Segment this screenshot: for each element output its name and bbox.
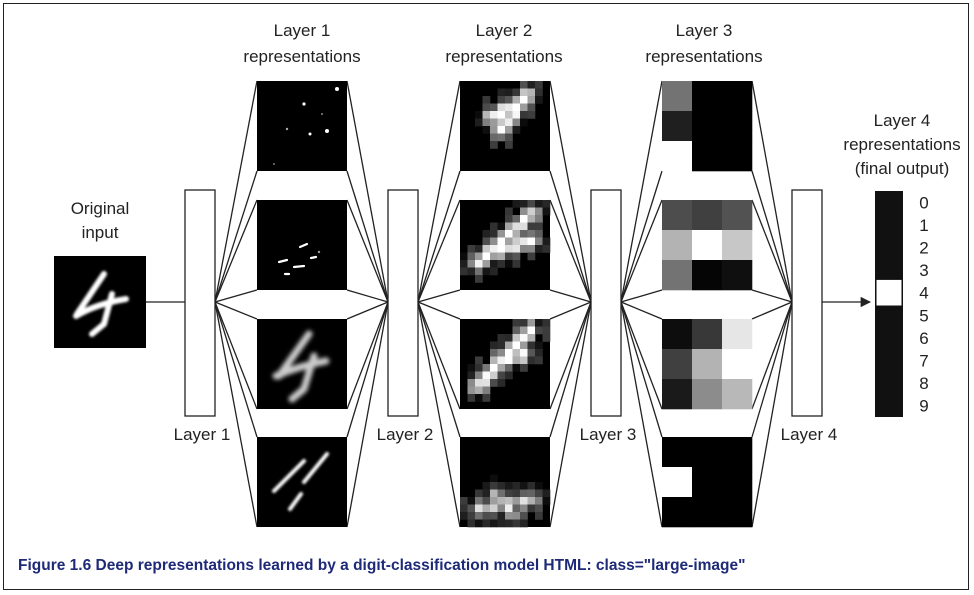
l3-map-2-to-l4-bar-top: [751, 199, 793, 303]
layer-1-title-line2: representations: [243, 47, 360, 66]
l1-map-4-to-l2-bar-bottom: [346, 301, 389, 528]
l2-bar-to-map-1-bottom: [417, 170, 461, 303]
l1-bar-to-map-1-bottom: [214, 170, 258, 303]
output-title-line3: (final output): [855, 159, 950, 178]
layer-3-bar: [590, 189, 622, 417]
l2-bar-to-map-2-top: [417, 199, 461, 303]
layer-1-bar: [184, 189, 216, 417]
l1-map-3-to-l2-bar-top: [346, 301, 389, 320]
l3-map-3-to-l4-bar-bottom: [751, 301, 793, 410]
l3-map-1-to-l4-bar-bottom: [751, 170, 793, 303]
l1-map-1-to-l2-bar-bottom: [346, 170, 389, 303]
layer-4-bar: [791, 189, 823, 417]
input-label-line2: input: [82, 223, 119, 242]
layer-2-map-4: [460, 437, 551, 528]
l3-bar-to-map-3-bottom: [620, 301, 663, 410]
layer-3-map-1: [662, 81, 753, 172]
output-digit-7: 7: [919, 352, 928, 371]
l1-bar-to-map-1-top: [214, 80, 258, 303]
output-digit-labels: 0 1 2 3 4 5 6 7 8 9: [919, 193, 928, 415]
l3-map-3-to-l4-bar-top: [751, 301, 793, 320]
layer-3-map-4: [662, 437, 753, 528]
figure-frame: Original input Layer 1 Layer 2 Layer 3 L…: [3, 3, 969, 590]
output-vector: [875, 191, 903, 417]
l2-bar-to-map-1-top: [417, 80, 461, 303]
layer-2-title-line1: Layer 2: [476, 21, 533, 40]
l2-bar-to-map-4-top: [417, 301, 461, 438]
layer-1-map-4: [257, 437, 347, 527]
l3-bar-to-map-3-top: [620, 301, 663, 320]
layer-2-title-line2: representations: [445, 47, 562, 66]
layer-4-label: Layer 4: [781, 425, 838, 444]
layer-3-title-line2: representations: [645, 47, 762, 66]
output-digit-0: 0: [919, 193, 928, 212]
l1-map-3-to-l2-bar-bottom: [346, 301, 389, 410]
output-digit-3: 3: [919, 261, 928, 280]
layer-1-title-line1: Layer 1: [274, 21, 331, 40]
output-digit-6: 6: [919, 329, 928, 348]
layer-1-map-1: [257, 81, 347, 171]
l2-map-1-to-l3-bar-bottom: [549, 170, 592, 303]
layer-1-map-2: [257, 200, 347, 290]
layer-2-maps: [460, 81, 551, 528]
layer-1-label: Layer 1: [174, 425, 231, 444]
network-diagram: Original input Layer 1 Layer 2 Layer 3 L…: [54, 21, 961, 528]
l1-bar-to-map-3-bottom: [214, 301, 258, 410]
l2-map-4-to-l3-bar-bottom: [549, 301, 592, 528]
l2-map-4-to-l3-bar-top: [549, 301, 592, 438]
l3-map-4-to-l4-bar-bottom: [751, 301, 793, 528]
layer-3-maps: [662, 81, 753, 528]
layer-2-map-1: [460, 81, 550, 171]
l2-map-2-to-l3-bar-top: [549, 199, 592, 303]
l1-map-4-to-l2-bar-top: [346, 301, 389, 438]
output-digit-5: 5: [919, 306, 928, 325]
l1-bar-to-map-4-top: [214, 301, 258, 438]
l1-map-2-to-l2-bar-top: [346, 199, 389, 303]
layer-2-map-3: [460, 319, 551, 409]
l1-map-2-to-l2-bar-bottom: [346, 289, 389, 303]
layer-2-label: Layer 2: [377, 425, 434, 444]
l3-bar-to-map-2-top: [620, 199, 663, 303]
layer-3-map-3: [662, 319, 753, 410]
layer-2-bar: [387, 189, 419, 417]
l3-bar-to-map-4-bottom: [620, 301, 663, 528]
output-title-line2: representations: [843, 135, 960, 154]
l1-bar-to-map-4-bottom: [214, 301, 258, 528]
figure-caption: Figure 1.6 Deep representations learned …: [18, 557, 746, 574]
l2-map-1-to-l3-bar-top: [549, 80, 592, 303]
l2-bar-to-map-4-bottom: [417, 301, 461, 528]
l2-map-3-to-l3-bar-top: [549, 301, 592, 320]
output-title-line1: Layer 4: [874, 111, 931, 130]
l1-bar-to-map-2-top: [214, 199, 258, 303]
l1-map-1-to-l2-bar-top: [346, 80, 389, 303]
l3-map-2-to-l4-bar-bottom: [751, 289, 793, 303]
input-label-line1: Original: [71, 199, 130, 218]
l2-bar-to-map-3-top: [417, 301, 461, 320]
l2-bar-to-map-3-bottom: [417, 301, 461, 410]
output-digit-2: 2: [919, 239, 928, 258]
l1-bar-to-map-3-top: [214, 301, 258, 320]
l3-map-1-to-l4-bar-top: [751, 80, 793, 303]
layer-3-map-2: [662, 200, 753, 291]
layer-1-map-3: [257, 319, 347, 409]
l3-bar-to-map-4-top: [620, 301, 663, 438]
l3-map-4-to-l4-bar-top: [751, 301, 793, 438]
output-digit-4: 4: [919, 284, 928, 303]
l2-bar-to-map-2-bottom: [417, 289, 461, 303]
layer-2-map-2: [460, 200, 551, 290]
l3-bar-to-map-2-bottom: [620, 289, 663, 303]
output-digit-1: 1: [919, 216, 928, 235]
l3-bar-to-map-1-top: [620, 80, 663, 303]
output-digit-8: 8: [919, 374, 928, 393]
l2-map-2-to-l3-bar-bottom: [549, 289, 592, 303]
l2-map-3-to-l3-bar-bottom: [549, 301, 592, 410]
layer-3-label: Layer 3: [580, 425, 637, 444]
l3-bar-to-map-1-bottom: [620, 170, 663, 303]
connection-lines: [146, 80, 872, 528]
original-input-image: [54, 256, 146, 348]
layer-3-title-line1: Layer 3: [676, 21, 733, 40]
output-digit-9: 9: [919, 397, 928, 416]
l1-bar-to-map-2-bottom: [214, 289, 258, 303]
